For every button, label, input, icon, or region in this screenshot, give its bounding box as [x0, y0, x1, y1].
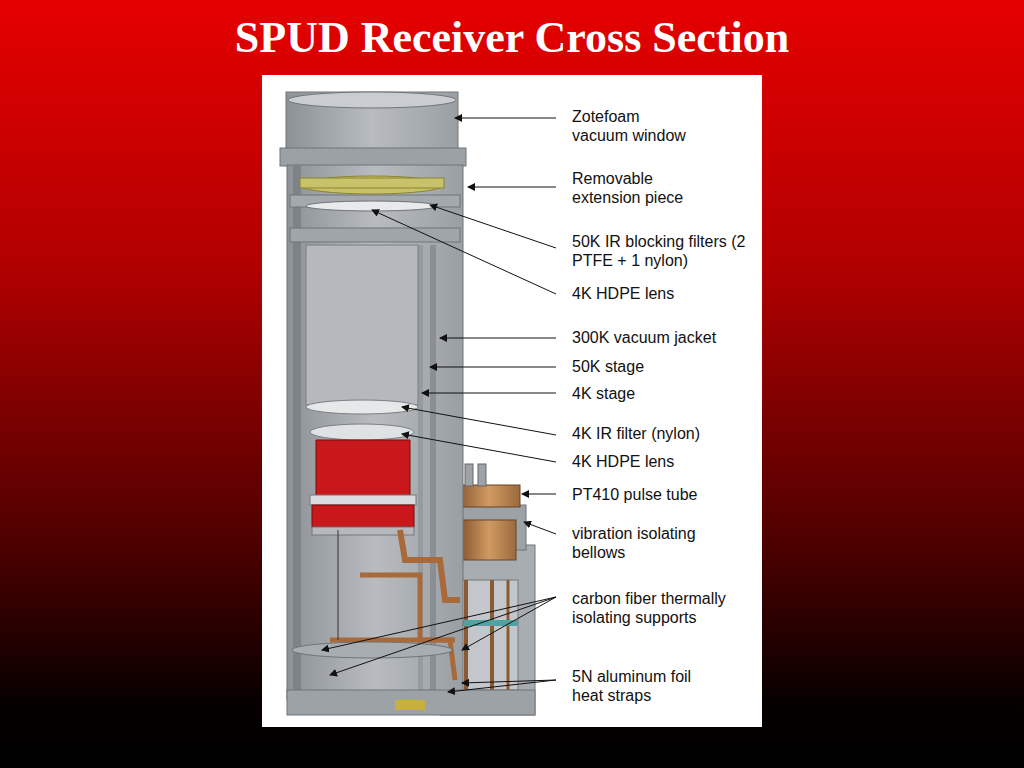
part-label: 5N aluminum foil heat straps [572, 667, 704, 705]
part-label: Zotefoam vacuum window [572, 107, 694, 145]
part-label: 4K HDPE lens [572, 452, 758, 471]
part-label: 4K stage [572, 384, 758, 403]
part-label: 50K stage [572, 357, 758, 376]
part-label: Removable extension piece [572, 169, 700, 207]
part-label: PT410 pulse tube [572, 485, 758, 504]
part-label: carbon fiber thermally isolating support… [572, 589, 758, 627]
part-label: 300K vacuum jacket [572, 328, 758, 347]
part-label: 4K IR filter (nylon) [572, 424, 758, 443]
part-label: 50K IR blocking filters (2 PTFE + 1 nylo… [572, 232, 758, 270]
part-label: 4K HDPE lens [572, 284, 758, 303]
part-label: vibration isolating bellows [572, 524, 724, 562]
slide-title: SPUD Receiver Cross Section [0, 8, 1024, 68]
